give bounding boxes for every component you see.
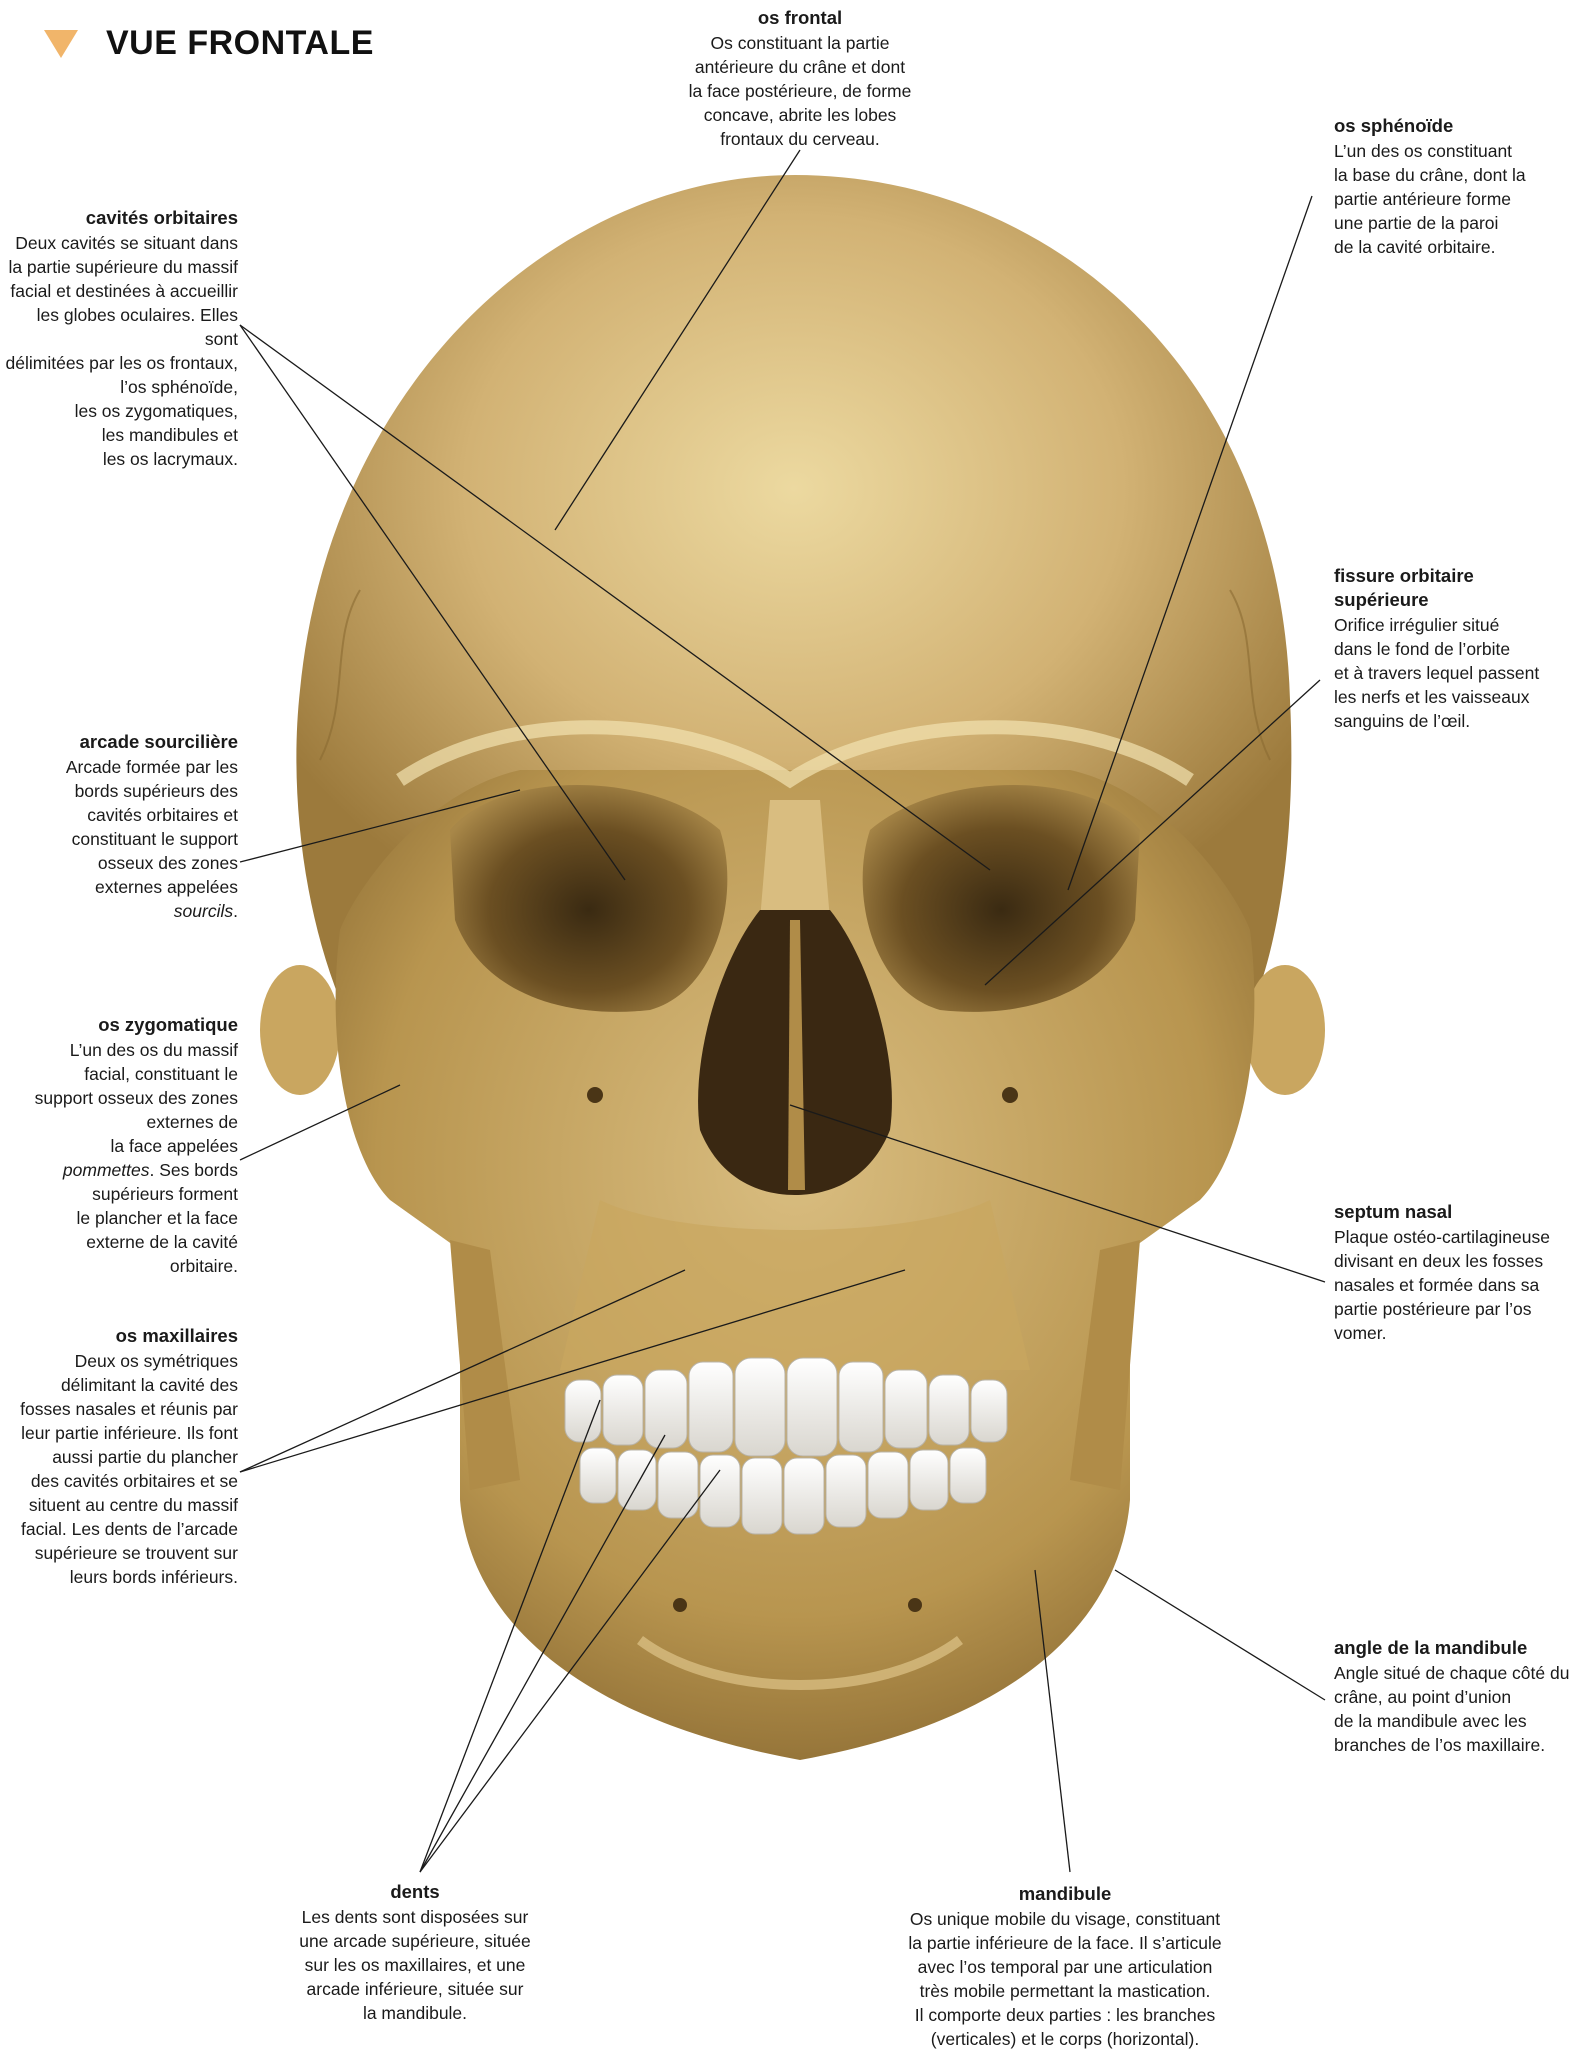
label-os-zygomatique: os zygomatique L’un des os du massif fac… (2, 1013, 238, 1278)
nasal-bones (760, 800, 830, 920)
label-title: os frontal (655, 6, 945, 30)
label-dents: dents Les dents sont disposées sur une a… (280, 1880, 550, 2025)
label-angle-mandibule: angle de la mandibule Angle situé de cha… (1334, 1636, 1584, 1757)
label-title: os sphénoïde (1334, 114, 1574, 138)
label-title: arcade sourcilière (2, 730, 238, 754)
label-title: angle de la mandibule (1334, 1636, 1584, 1660)
label-title: os zygomatique (2, 1013, 238, 1037)
left-zygomatic-arch (260, 965, 340, 1095)
label-fissure-orbitaire: fissure orbitaire supérieure Orifice irr… (1334, 564, 1574, 733)
label-desc: Plaque ostéo-cartilagineuse divisant en … (1334, 1225, 1574, 1345)
label-desc-end: . (233, 901, 238, 921)
label-desc: Deux cavités se situant dans la partie s… (2, 231, 238, 471)
triangle-icon (44, 30, 78, 58)
label-desc: L’un des os du massif facial, constituan… (35, 1040, 238, 1156)
label-septum-nasal: septum nasal Plaque ostéo-cartilagineuse… (1334, 1200, 1574, 1345)
label-desc: Orifice irrégulier situé dans le fond de… (1334, 613, 1574, 733)
label-desc: Angle situé de chaque côté du crâne, au … (1334, 1661, 1584, 1757)
label-os-frontal: os frontal Os constituant la partie anté… (655, 6, 945, 151)
label-desc-italic: sourcils (174, 901, 233, 921)
label-title: mandibule (890, 1882, 1240, 1906)
label-os-sphenoide: os sphénoïde L’un des os constituant la … (1334, 114, 1574, 259)
right-zygomatic-arch (1245, 965, 1325, 1095)
label-desc: Les dents sont disposées sur une arcade … (280, 1905, 550, 2025)
label-title: fissure orbitaire supérieure (1334, 564, 1574, 612)
label-title: os maxillaires (2, 1324, 238, 1348)
label-desc: Os unique mobile du visage, constituant … (890, 1907, 1240, 2051)
label-arcade-sourciliere: arcade sourcilière Arcade formée par les… (2, 730, 238, 923)
label-desc: L’un des os constituant la base du crâne… (1334, 139, 1574, 259)
label-title: septum nasal (1334, 1200, 1574, 1224)
label-desc: Deux os symétriques délimitant la cavité… (2, 1349, 238, 1589)
label-title: dents (280, 1880, 550, 1904)
label-os-maxillaires: os maxillaires Deux os symétriques délim… (2, 1324, 238, 1589)
label-desc: Os constituant la partie antérieure du c… (655, 31, 945, 151)
label-mandibule: mandibule Os unique mobile du visage, co… (890, 1882, 1240, 2051)
label-desc-italic: pommettes (63, 1160, 150, 1180)
page-title: VUE FRONTALE (106, 24, 374, 63)
label-title: cavités orbitaires (2, 206, 238, 230)
section-header: VUE FRONTALE (44, 24, 374, 63)
label-desc: Arcade formée par les bords supérieurs d… (66, 757, 238, 897)
label-cavites-orbitaires: cavités orbitaires Deux cavités se situa… (2, 206, 238, 471)
